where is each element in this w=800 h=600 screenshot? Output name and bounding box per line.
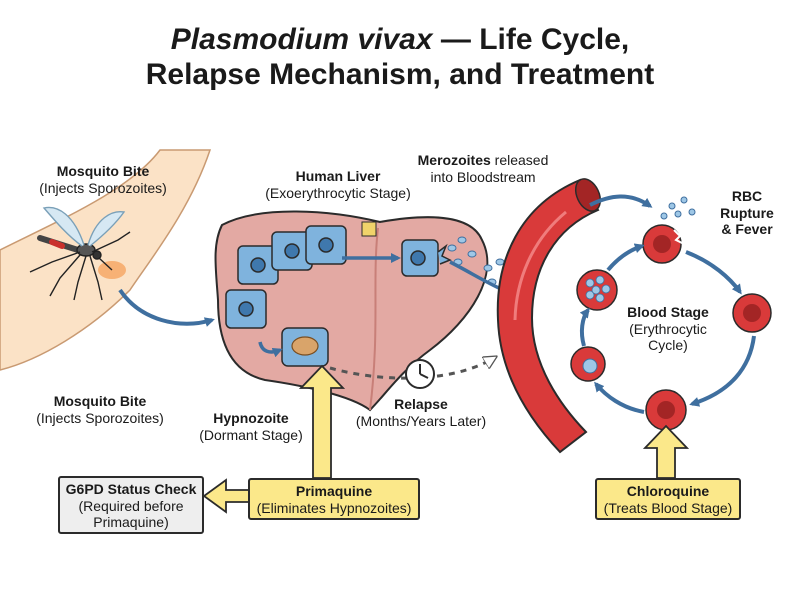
label-mosquito-bite-bottom: Mosquito Bite (Injects Sporozoites) xyxy=(20,393,180,426)
primaquine-box: Primaquine (Eliminates Hypnozoites) xyxy=(248,478,420,520)
rupture-fragments xyxy=(660,196,696,220)
arrow-bite-to-liver xyxy=(118,288,215,327)
label-human-liver-sub: (Exoerythrocytic Stage) xyxy=(265,184,411,201)
rbc-schizont xyxy=(576,269,618,311)
label-human-liver: Human Liver (Exoerythrocytic Stage) xyxy=(248,168,428,201)
label-mosquito-bite-bottom-bold: Mosquito Bite xyxy=(53,393,147,409)
label-rbc-rupture: RBC Rupture & Fever xyxy=(712,188,782,238)
chloroquine-box-title: Chloroquine xyxy=(626,483,710,499)
label-merozoites-rest: released xyxy=(490,152,549,168)
rbc-ring-stage xyxy=(570,346,606,382)
primaquine-pointer-arrow xyxy=(298,364,346,479)
page-title: Plasmodium vivax — Life Cycle, Relapse M… xyxy=(0,22,800,93)
arrow-cell-to-hypnozoite xyxy=(258,341,283,358)
red-blood-cell-icon xyxy=(570,224,772,431)
label-rbc-rupture-line2: Rupture xyxy=(720,204,774,221)
label-merozoites: Merozoites released into Bloodstream xyxy=(398,152,568,185)
title-rest-line1: — Life Cycle, xyxy=(432,23,630,56)
g6pd-pointer-arrow xyxy=(202,478,251,514)
label-relapse: Relapse (Months/Years Later) xyxy=(346,396,496,429)
arrow-vessel-to-rbc xyxy=(589,194,653,208)
label-mosquito-bite-top-sub: (Injects Sporozoites) xyxy=(39,179,167,196)
label-human-liver-bold: Human Liver xyxy=(295,168,381,184)
g6pd-box-sub1: (Required before xyxy=(78,497,184,514)
title-line2: Relapse Mechanism, and Treatment xyxy=(145,58,655,92)
label-hypnozoite: Hypnozoite (Dormant Stage) xyxy=(186,410,316,443)
label-hypnozoite-sub: (Dormant Stage) xyxy=(199,426,303,443)
chloroquine-pointer-arrow xyxy=(642,424,690,479)
label-rbc-rupture-line1: RBC xyxy=(731,188,763,204)
label-relapse-sub: (Months/Years Later) xyxy=(355,412,487,429)
g6pd-box-sub2: Primaquine) xyxy=(93,514,169,531)
rbc-bottom xyxy=(645,389,687,431)
chloroquine-box-sub: (Treats Blood Stage) xyxy=(603,499,733,516)
rbc-ruptured xyxy=(642,224,685,264)
blood-vessel-icon xyxy=(496,178,602,454)
clock-icon xyxy=(405,359,435,389)
label-blood-stage-sub1: (Erythrocytic xyxy=(629,320,707,337)
label-rbc-rupture-line3: & Fever xyxy=(721,221,773,238)
label-hypnozoite-bold: Hypnozoite xyxy=(213,410,289,426)
g6pd-box-title: G6PD Status Check xyxy=(65,481,197,497)
label-blood-stage-bold: Blood Stage xyxy=(627,304,709,320)
hypnozoite-cell xyxy=(281,327,329,367)
label-mosquito-bite-top-bold: Mosquito Bite xyxy=(56,163,150,179)
mosquito-icon xyxy=(29,206,131,301)
label-blood-stage: Blood Stage (Erythrocytic Cycle) xyxy=(612,304,724,354)
g6pd-status-check-box: G6PD Status Check (Required before Prima… xyxy=(58,476,204,534)
label-merozoites-line2: into Bloodstream xyxy=(430,168,536,185)
label-merozoites-bold: Merozoites xyxy=(417,152,491,168)
blood-cycle-arrows xyxy=(579,243,756,414)
primaquine-box-sub: (Eliminates Hypnozoites) xyxy=(256,499,412,516)
label-mosquito-bite-top: Mosquito Bite (Injects Sporozoites) xyxy=(28,163,178,196)
chloroquine-box: Chloroquine (Treats Blood Stage) xyxy=(595,478,741,520)
label-relapse-bold: Relapse xyxy=(394,396,448,412)
primaquine-box-title: Primaquine xyxy=(295,483,373,499)
label-mosquito-bite-bottom-sub: (Injects Sporozoites) xyxy=(36,409,164,426)
label-blood-stage-sub2: Cycle) xyxy=(648,337,688,354)
rbc-right xyxy=(732,293,772,333)
title-italic: Plasmodium vivax xyxy=(170,23,433,56)
liver-cells xyxy=(225,225,452,329)
